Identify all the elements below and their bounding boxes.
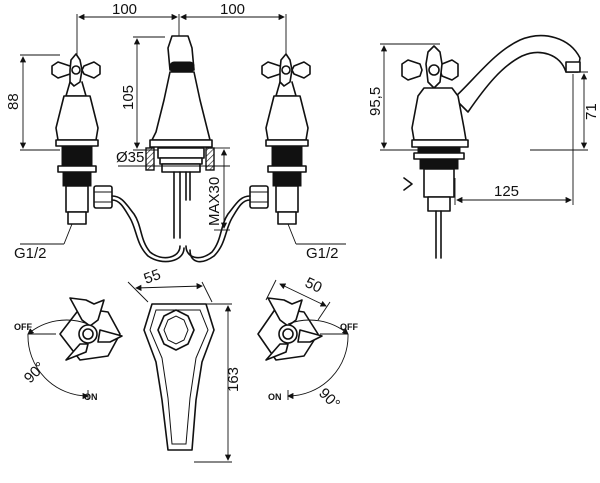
- side-height-label: 95,5: [367, 87, 384, 116]
- right-angle-label: 90°: [315, 385, 343, 413]
- spout-height-label: 105: [120, 85, 137, 110]
- spacing-dimension: 100 100: [76, 1, 287, 55]
- side-reach-label: 125: [494, 183, 519, 200]
- spacing-right-label: 100: [220, 1, 245, 18]
- left-on-label: ON: [84, 392, 98, 402]
- right-off-label: OFF: [340, 322, 358, 332]
- right-handle-top: OFF ON 90° 50: [257, 274, 358, 413]
- spout-top: 55 163: [127, 266, 242, 463]
- side-spout-height-label: 71: [583, 103, 600, 120]
- top-view: OFF ON 90° 55 163: [14, 266, 358, 463]
- diameter-label: Ø35: [116, 149, 144, 166]
- spout-length-label: 163: [225, 367, 242, 392]
- handle-width-left-label: 55: [142, 266, 163, 288]
- handle-width-right-label: 50: [302, 274, 324, 296]
- left-tap: G1/2: [14, 53, 185, 263]
- thread-right-label: G1/2: [306, 245, 339, 262]
- side-view: 95,5 71 125: [367, 34, 600, 259]
- handle-height-dimension: 88: [5, 54, 60, 151]
- max-depth-label: MAX30: [206, 177, 223, 226]
- handle-height-label: 88: [5, 93, 22, 110]
- right-on-label: ON: [268, 392, 282, 402]
- front-view: 100 100 88: [5, 1, 346, 263]
- right-tap: G1/2: [185, 53, 346, 263]
- left-handle-top: OFF ON 90°: [14, 297, 123, 402]
- thread-left-label: G1/2: [14, 245, 47, 262]
- spacing-left-label: 100: [112, 1, 137, 18]
- left-angle-label: 90°: [21, 359, 49, 387]
- center-spout: 105 Ø35 MAX30: [116, 35, 230, 239]
- left-off-label: OFF: [14, 322, 32, 332]
